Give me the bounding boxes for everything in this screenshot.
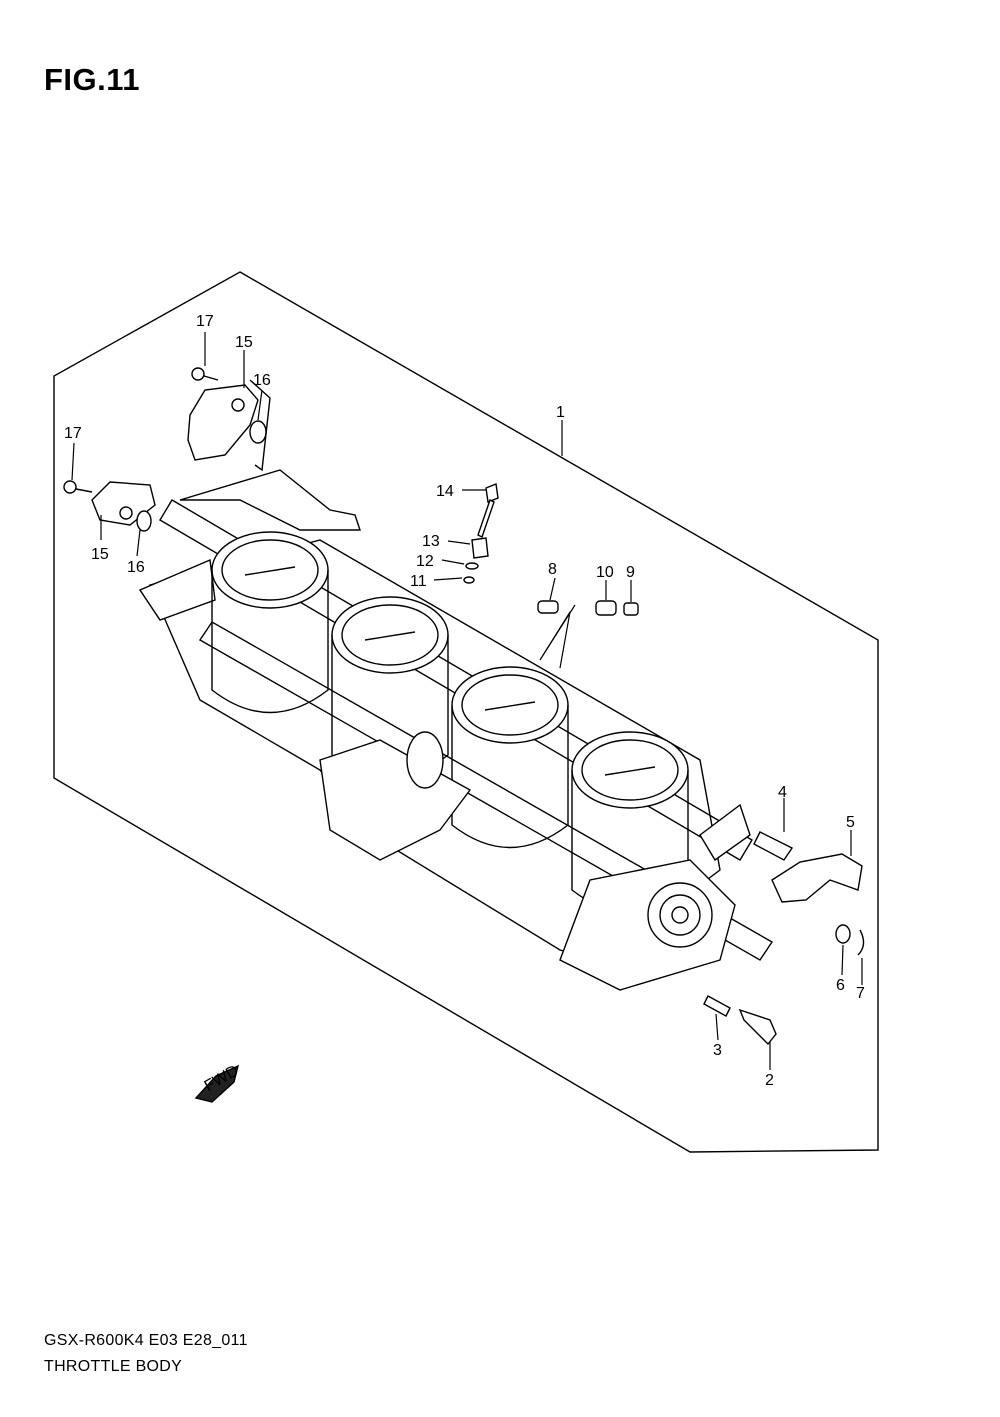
callout-2: 2 xyxy=(765,1072,774,1089)
callout-16-upper: 16 xyxy=(253,372,271,389)
diagram-caption: THROTTLE BODY xyxy=(44,1358,183,1375)
callout-6: 6 xyxy=(836,977,845,994)
callout-17-left: 17 xyxy=(64,425,82,442)
idle-screw-set xyxy=(703,995,777,1046)
callout-12: 12 xyxy=(416,553,434,570)
callout-11: 11 xyxy=(410,573,427,590)
callout-17-upper: 17 xyxy=(196,313,214,330)
lever-spring-set xyxy=(753,831,865,956)
spring-screw-set xyxy=(537,600,639,616)
callout-14: 14 xyxy=(436,483,454,500)
leader-lines xyxy=(71,332,863,1070)
sensor-group-left xyxy=(63,480,156,532)
callout-16-left: 16 xyxy=(127,559,145,576)
callout-15-left: 15 xyxy=(91,546,109,563)
callout-5: 5 xyxy=(846,814,855,831)
screw-spring-set xyxy=(463,483,499,584)
diagram-code: GSX-R600K4 E03 E28_011 xyxy=(44,1332,248,1349)
callout-15-upper: 15 xyxy=(235,334,253,351)
callout-4: 4 xyxy=(778,784,787,801)
callout-13: 13 xyxy=(422,533,440,550)
assembly-frame xyxy=(53,271,879,1153)
callout-7: 7 xyxy=(856,985,865,1002)
callout-1: 1 xyxy=(556,404,565,421)
sensor-group-upper xyxy=(187,367,271,472)
callout-8: 8 xyxy=(548,561,557,578)
figure-title: FIG.11 xyxy=(44,62,141,97)
throttle-body-assembly xyxy=(138,469,773,991)
callout-3: 3 xyxy=(713,1042,722,1059)
fwd-arrow-icon: FWD xyxy=(194,1062,242,1103)
callout-10: 10 xyxy=(596,564,614,581)
callout-9: 9 xyxy=(626,564,635,581)
